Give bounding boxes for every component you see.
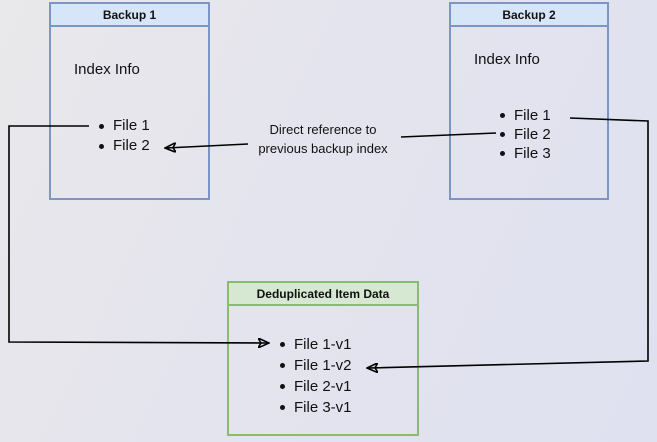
list-item: File 2 (99, 136, 150, 156)
list-item: File 2 (500, 125, 551, 144)
list-item: File 2-v1 (280, 376, 352, 397)
backup2-title: Backup 2 (451, 4, 607, 27)
direct-reference-annotation: Direct reference to previous backup inde… (237, 120, 409, 158)
list-item: File 1 (99, 116, 150, 136)
backup1-box: Backup 1 (49, 2, 210, 200)
list-item: File 3 (500, 144, 551, 163)
backup1-index-info-label: Index Info (74, 61, 140, 78)
annotation-line1: Direct reference to (269, 122, 377, 137)
list-item: File 3-v1 (280, 397, 352, 418)
backup1-title: Backup 1 (51, 4, 208, 27)
annotation-line2: previous backup index (258, 141, 388, 156)
backup2-box: Backup 2 (449, 2, 609, 200)
list-item: File 1 (500, 106, 551, 125)
list-item: File 1-v1 (280, 334, 352, 355)
dedup-title: Deduplicated Item Data (229, 283, 417, 306)
list-item: File 1-v2 (280, 355, 352, 376)
backup2-index-info-label: Index Info (474, 51, 540, 68)
